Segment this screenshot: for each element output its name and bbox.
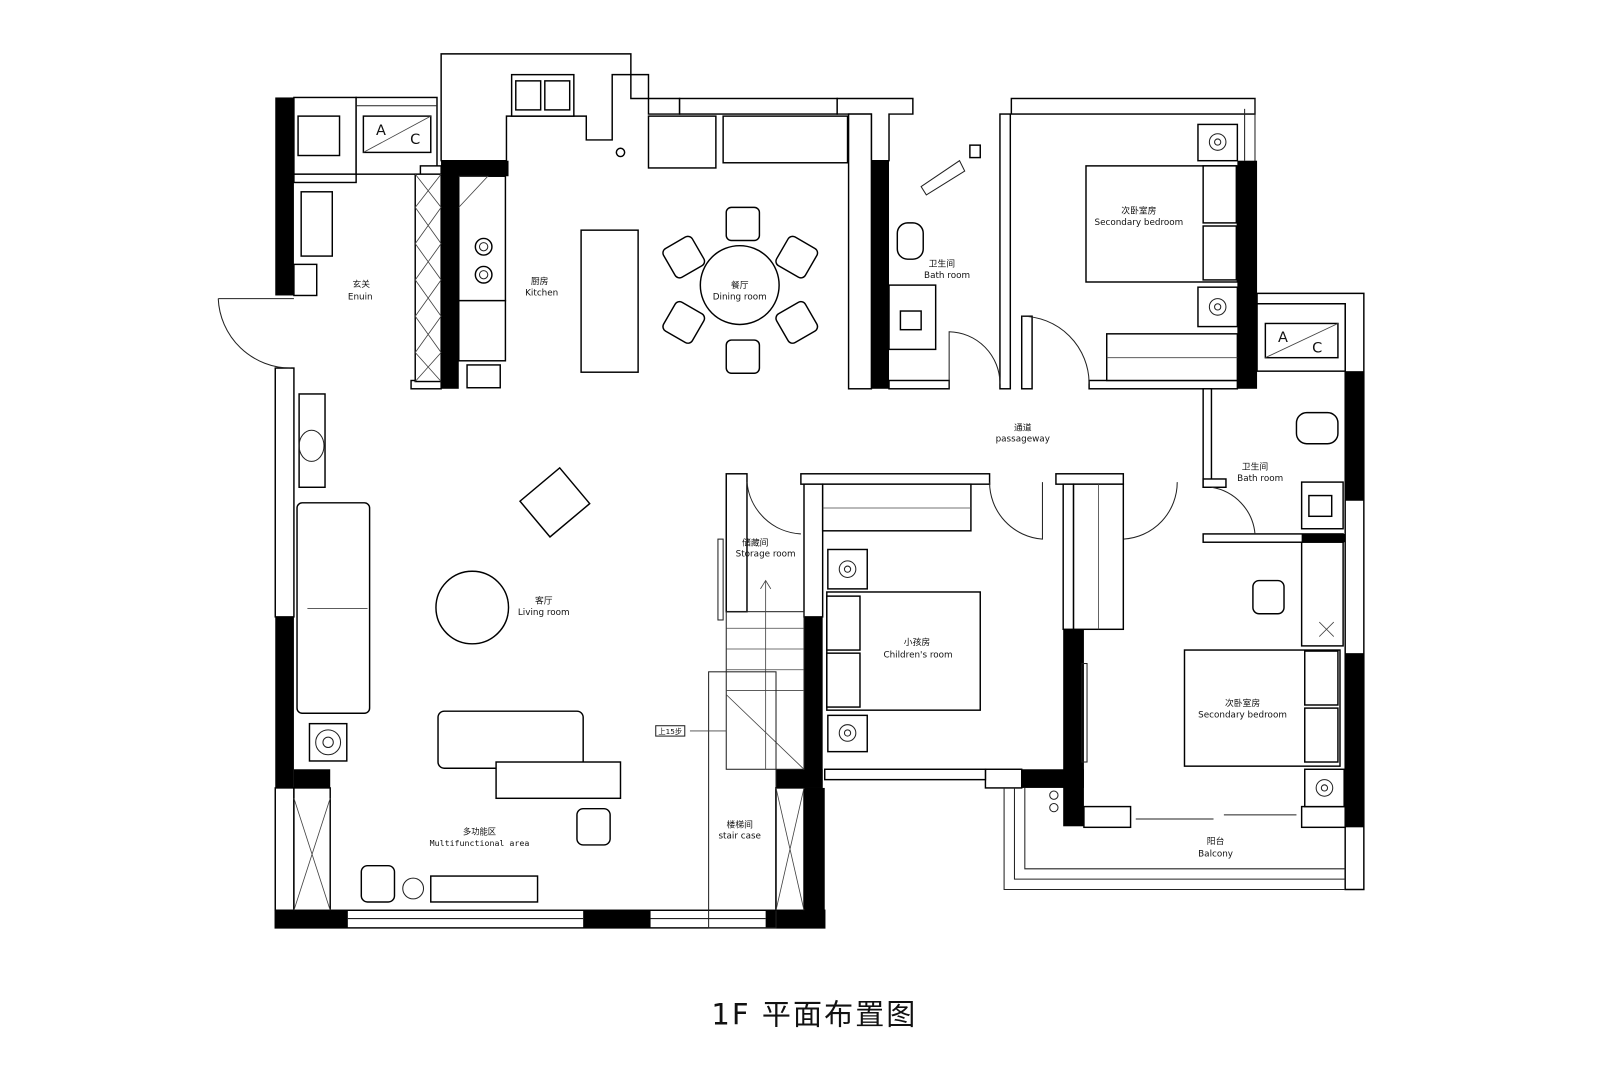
room-label-rooms-multi-cn: 多功能区 bbox=[463, 827, 496, 837]
room-label-rooms-passage-en: passageway bbox=[996, 435, 1050, 445]
room-label-rooms-bath2-cn: 卫生间 bbox=[1242, 461, 1269, 473]
room-label-rooms-bedroom1-en: Secondary bedroom bbox=[1095, 218, 1184, 228]
room-label-rooms-bath2-en: Bath room bbox=[1237, 474, 1283, 484]
room-label-rooms-bedroom1-cn: 次卧室房 bbox=[1121, 205, 1156, 217]
room-label-rooms-bedroom2-en: Secondary bedroom bbox=[1198, 710, 1287, 720]
label-entry-cn: 玄关 bbox=[353, 278, 371, 290]
room-label-rooms-balcony-en: Balcony bbox=[1198, 849, 1233, 859]
room-label-rooms-living-cn: 客厅 bbox=[535, 594, 553, 606]
room-label-rooms-bedroom2-cn: 次卧室房 bbox=[1225, 697, 1260, 709]
room-label-ac_units-1-c: C bbox=[1312, 340, 1322, 356]
room-label-rooms-kitchen-en: Kitchen bbox=[525, 288, 558, 298]
room-label-rooms-stair-en: stair case bbox=[718, 832, 761, 842]
doors bbox=[217, 298, 1297, 820]
label-entry-en: Enuin bbox=[348, 293, 373, 303]
furniture bbox=[293, 73, 1345, 929]
room-label-rooms-passage-cn: 通道 bbox=[1014, 421, 1032, 433]
room-label-rooms-storage-cn: 储藏间 bbox=[742, 536, 769, 548]
room-label-rooms-living-en: Living room bbox=[518, 608, 570, 618]
room-labels: 玄关 Enuin 厨房 Kitchen 餐厅 Dining room 卫生间 B… bbox=[348, 205, 1287, 860]
room-label-rooms-kitchen-cn: 厨房 bbox=[531, 275, 549, 287]
room-label-ac_units-0-a: A bbox=[376, 123, 386, 139]
ac-unit-1: A C bbox=[362, 115, 432, 154]
room-label-ac_units-1-a: A bbox=[1278, 330, 1288, 346]
dining-chairs bbox=[662, 206, 819, 374]
room-label-rooms-bath1-cn: 卫生间 bbox=[929, 257, 956, 269]
staircase bbox=[689, 579, 805, 929]
room-label-ac_units-0-c: C bbox=[410, 132, 420, 148]
room-label-rooms-children-cn: 小孩房 bbox=[904, 636, 931, 648]
room-label-rooms-children-en: Children's room bbox=[883, 650, 952, 660]
walls bbox=[274, 53, 1365, 929]
ac-unit-2: A C bbox=[1265, 323, 1339, 359]
stair-note: 上15步 bbox=[658, 727, 682, 736]
room-label-rooms-bath1-en: Bath room bbox=[924, 271, 970, 281]
room-label-rooms-stair-cn: 楼梯间 bbox=[727, 818, 754, 830]
room-label-rooms-storage-en: Storage room bbox=[736, 550, 796, 560]
plan-title: 1F 平面布置图 bbox=[711, 997, 917, 1031]
room-label-rooms-multi-en: Multifunctional area bbox=[430, 838, 530, 848]
room-label-rooms-balcony-cn: 阳台 bbox=[1207, 835, 1225, 847]
room-label-rooms-dining-cn: 餐厅 bbox=[731, 279, 749, 291]
room-label-rooms-dining-en: Dining room bbox=[713, 293, 767, 303]
